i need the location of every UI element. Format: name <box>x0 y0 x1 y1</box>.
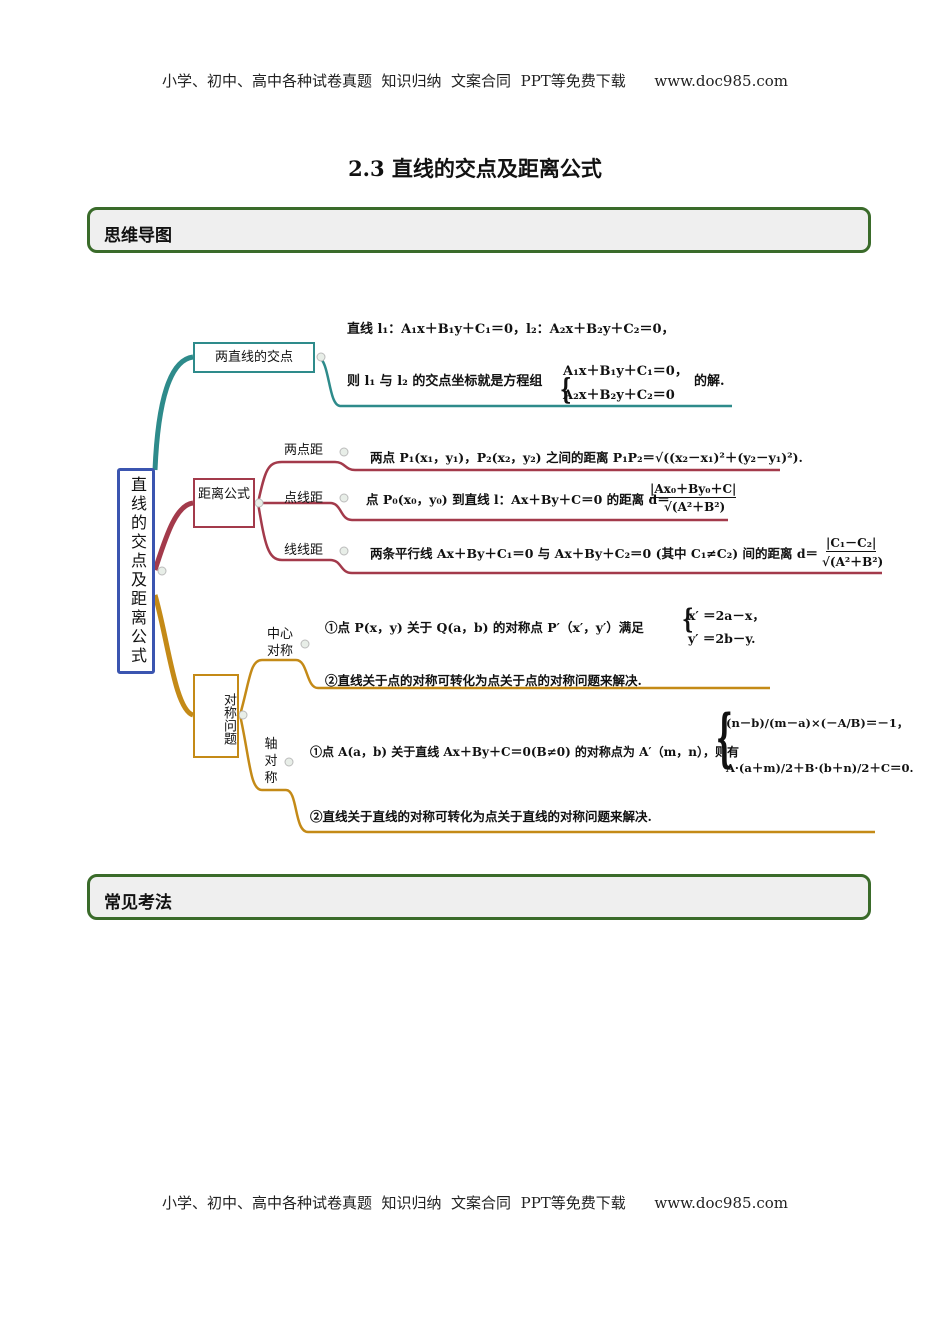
axial-item1: ①点 A(a，b) 关于直线 Ax＋By＋C＝0(B≠0) 的对称点为 A′（m… <box>310 745 740 759</box>
axial-brace: { <box>716 704 733 776</box>
point-line-denominator: √(A²＋B²) <box>664 500 726 514</box>
axial-eq2: A·(a＋m)/2＋B·(b＋n)/2＋C＝0. <box>726 761 914 775</box>
label-axial-symmetry: 轴对称 <box>264 737 278 786</box>
section-mindmap-label: 思维导图 <box>104 226 172 246</box>
page-title: 2.3 直线的交点及距离公式 <box>348 156 602 181</box>
mindmap-root: 直线的交点及距离公式 <box>117 468 155 674</box>
axial-item2: ②直线关于直线的对称可转化为点关于直线的对称问题来解决. <box>310 809 652 824</box>
node-intersection: 两直线的交点 <box>193 342 315 373</box>
label-line-line: 线线距 <box>284 543 324 558</box>
central-eq2: y′ ＝2b－y. <box>688 631 756 646</box>
central-item2: ②直线关于点的对称可转化为点关于点的对称问题来解决. <box>325 673 642 688</box>
central-brace: { <box>682 604 694 636</box>
section-mindmap: 思维导图 <box>87 207 871 253</box>
system-eq1: A₁x＋B₁y＋C₁＝0， <box>563 364 688 379</box>
intersection-line2: 则 l₁ 与 l₂ 的交点坐标就是方程组 <box>347 374 543 389</box>
line-line-formula: 两条平行线 Ax＋By＋C₁＝0 与 Ax＋By＋C₂＝0 (其中 C₁≠C₂)… <box>370 546 819 561</box>
section-methods-label: 常见考法 <box>104 893 172 913</box>
line-line-denominator: √(A²＋B²) <box>822 555 884 569</box>
node-distance: 距离公式 <box>193 478 255 528</box>
central-item1: ①点 P(x，y) 关于 Q(a，b) 的对称点 P′（x′，y′）满足 <box>325 620 644 635</box>
node-symmetry: 对称问题 <box>193 674 239 758</box>
label-point-line: 点线距 <box>284 491 324 506</box>
two-points-formula: 两点 P₁(x₁，y₁)，P₂(x₂，y₂) 之间的距离 P₁P₂＝√((x₂－… <box>370 450 803 465</box>
section-methods: 常见考法 <box>87 874 871 920</box>
point-line-numerator: |Ax₀＋By₀＋C| <box>650 482 737 498</box>
intersection-line1: 直线 l₁：A₁x＋B₁y＋C₁＝0，l₂：A₂x＋B₂y＋C₂＝0， <box>347 322 675 337</box>
central-eq1: x′ ＝2a－x， <box>688 608 765 623</box>
label-two-points: 两点距 <box>284 443 324 458</box>
label-central-symmetry: 中心对称 <box>266 627 293 659</box>
brace-left: { <box>560 373 572 407</box>
system-eq2: A₂x＋B₂y＋C₂＝0 <box>563 388 675 403</box>
intersection-line2-end: 的解. <box>694 374 725 389</box>
line-line-numerator: |C₁－C₂| <box>826 536 877 552</box>
page-header: 小学、初中、高中各种试卷真题 知识归纳 文案合同 PPT等免费下载 www.do… <box>161 72 788 90</box>
axial-eq1: (n－b)/(m－a)×(－A/B)＝－1， <box>726 716 909 730</box>
point-line-formula: 点 P₀(x₀，y₀) 到直线 l：Ax＋By＋C＝0 的距离 d＝ <box>366 492 670 507</box>
page-footer: 小学、初中、高中各种试卷真题 知识归纳 文案合同 PPT等免费下载 www.do… <box>161 1194 788 1212</box>
